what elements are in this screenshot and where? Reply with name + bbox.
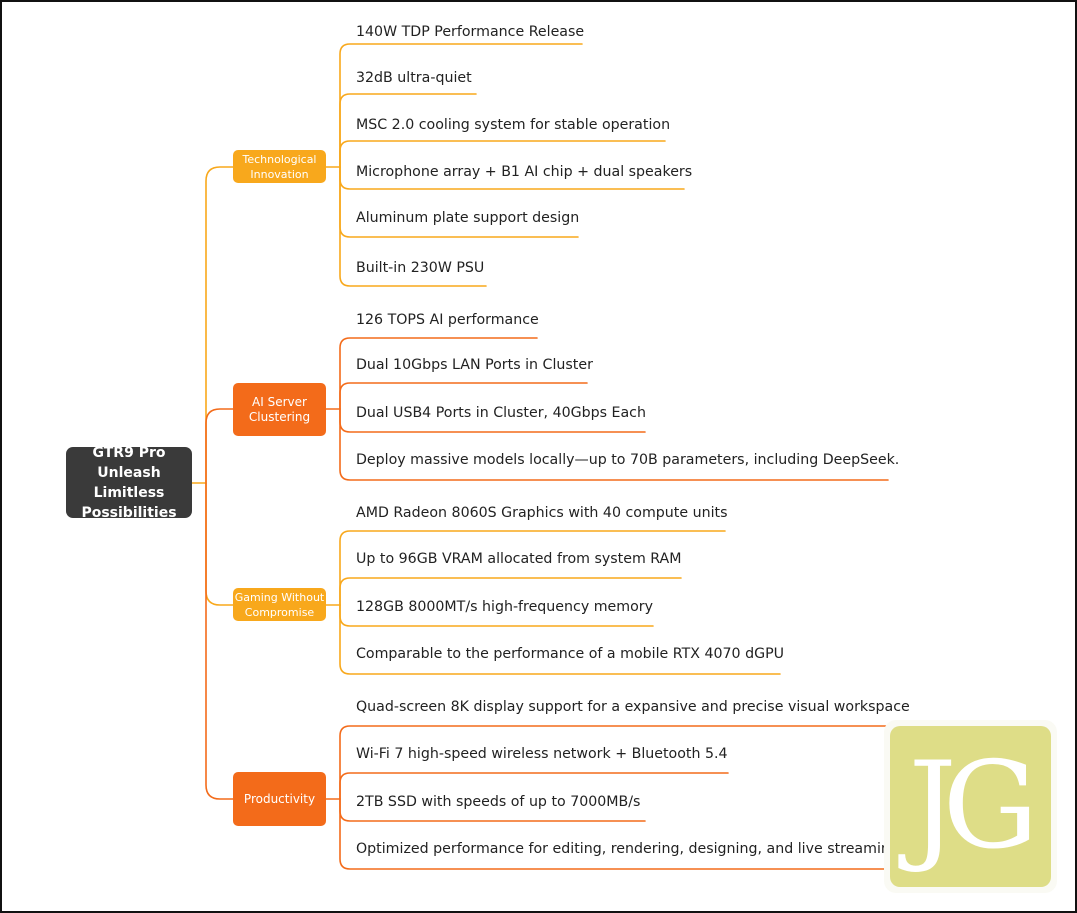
branch-label-line: Innovation (250, 167, 309, 181)
leaf-underline (339, 604, 781, 675)
leaf-item: Microphone array + B1 AI chip + dual spe… (356, 164, 693, 180)
jg-logo: JG (890, 726, 1051, 887)
leaf-item: 126 TOPS AI performance (356, 312, 539, 328)
leaf-underline (339, 166, 487, 287)
branch-connector (205, 166, 234, 484)
leaf-item: Dual 10Gbps LAN Ports in Cluster (356, 357, 593, 373)
leaf-underline (339, 382, 588, 410)
leaf-item: 140W TDP Performance Release (356, 24, 585, 40)
branch-label-line: Gaming Without (234, 590, 325, 604)
leaf-underline (339, 530, 726, 606)
branch-connector (205, 482, 234, 800)
leaf-item: 2TB SSD with speeds of up to 7000MB/s (356, 794, 641, 810)
leaf-item: Quad-screen 8K display support for a exp… (356, 699, 910, 715)
logo-text: JG (908, 737, 1039, 876)
leaf-underline (339, 408, 889, 481)
branch-label-line: Productivity (243, 791, 316, 806)
leaf-underline (339, 577, 682, 606)
branch-connector (205, 482, 234, 606)
branch-technological-innovation: Technological Innovation (233, 150, 326, 183)
leaf-underline (339, 140, 666, 168)
leaf-underline (339, 93, 477, 168)
leaf-item: 128GB 8000MT/s high-frequency memory (356, 599, 654, 615)
leaf-item: Dual USB4 Ports in Cluster, 40Gbps Each (356, 405, 646, 421)
leaf-underline (339, 798, 894, 870)
branch-label-line: Technological (242, 152, 317, 166)
leaf-underline (339, 337, 538, 410)
leaf-item: Deploy massive models locally—up to 70B … (356, 452, 900, 468)
root-node: GTR9 Pro Unleash Limitless Possibilities (66, 445, 192, 521)
leaf-item: 32dB ultra-quiet (356, 70, 472, 86)
branch-connector (205, 408, 234, 484)
leaf-item: Up to 96GB VRAM allocated from system RA… (356, 551, 682, 567)
leaf-item: AMD Radeon 8060S Graphics with 40 comput… (356, 505, 728, 521)
leaf-item: Comparable to the performance of a mobil… (356, 646, 785, 662)
leaf-item: Wi-Fi 7 high-speed wireless network + Bl… (356, 746, 728, 762)
branch-label-line: AI Server (252, 394, 307, 409)
leaf-underline (339, 725, 901, 800)
branch-productivity: Productivity (233, 772, 326, 826)
leaf-underline (339, 43, 583, 168)
leaf-item: Aluminum plate support design (356, 210, 580, 226)
root-line: Possibilities (81, 504, 177, 521)
branch-gaming-without-compromise: Gaming Without Compromise (233, 588, 326, 621)
leaf-item: MSC 2.0 cooling system for stable operat… (356, 117, 671, 133)
leaf-underline (339, 772, 729, 800)
branch-ai-server-clustering: AI Server Clustering (233, 383, 326, 436)
branch-label-line: Compromise (244, 605, 315, 619)
root-line: Unleash Limitless (93, 464, 165, 501)
leaf-item: Optimized performance for editing, rende… (356, 841, 899, 857)
leaf-item: Built-in 230W PSU (356, 260, 485, 276)
root-line: GTR9 Pro (92, 444, 166, 461)
branch-label-line: Clustering (248, 409, 311, 424)
